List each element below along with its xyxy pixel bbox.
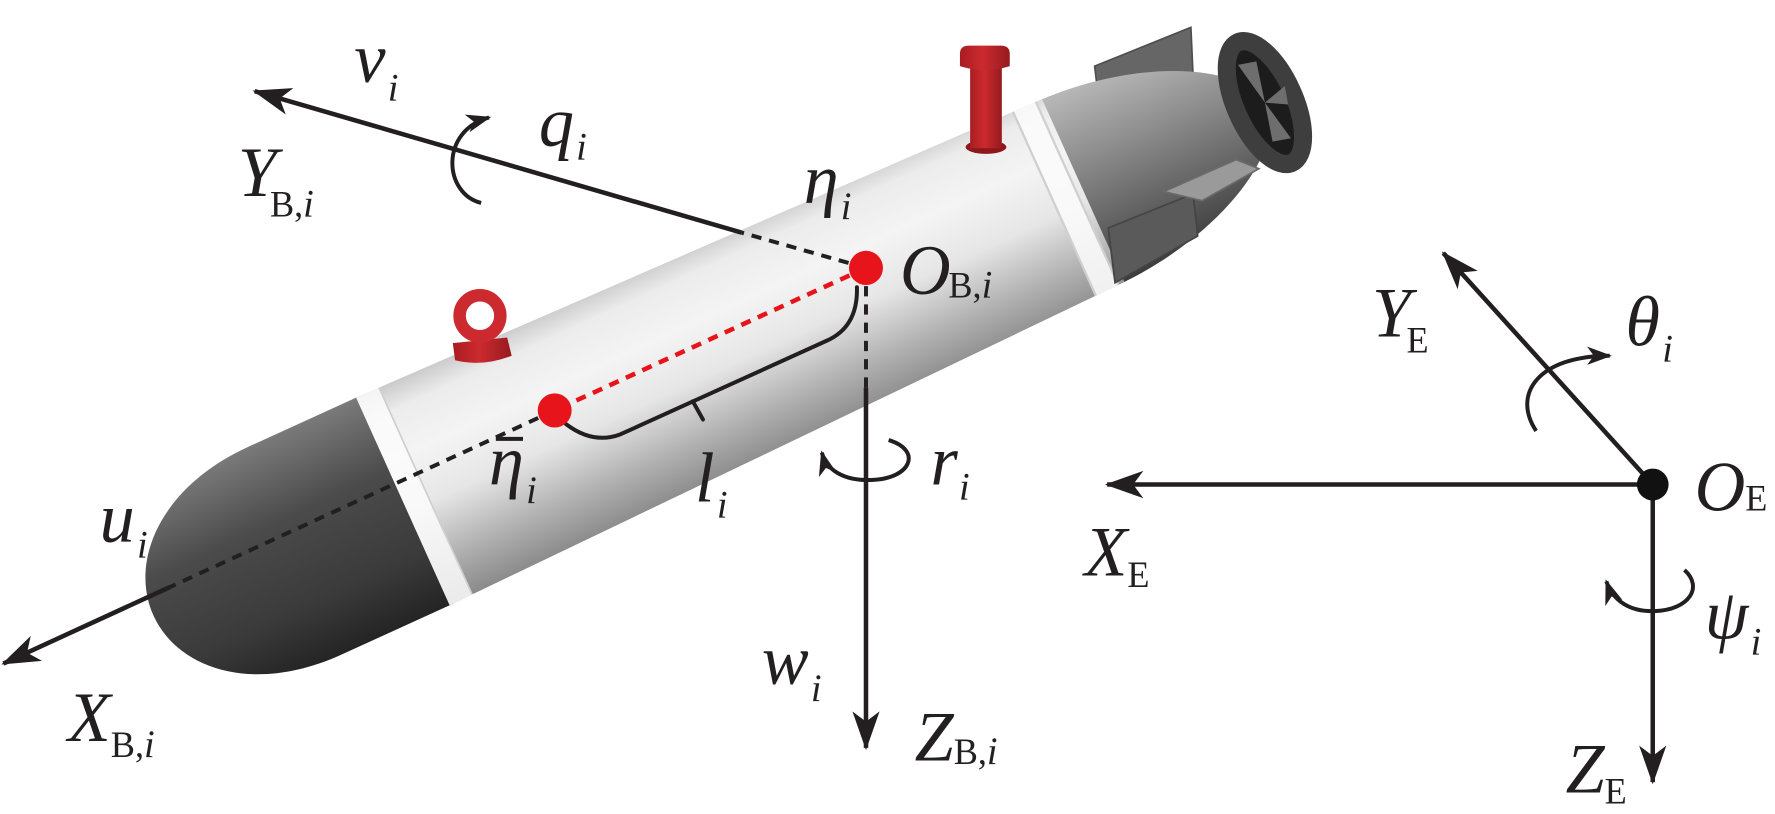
label-x-body: XB,i bbox=[65, 679, 155, 766]
label-z-body: ZB,i bbox=[915, 698, 998, 776]
length-brace bbox=[564, 285, 859, 440]
label-main: w bbox=[762, 622, 809, 700]
label-q-i: qi bbox=[539, 84, 587, 169]
lifting-eye-base bbox=[452, 337, 512, 363]
label-w-i: wi bbox=[762, 622, 822, 710]
label-psi-i: ψi bbox=[1705, 576, 1762, 663]
label-main: ψ bbox=[1705, 576, 1750, 654]
rotation-arrow-r bbox=[818, 438, 911, 482]
label-y-body: YB,i bbox=[238, 134, 314, 226]
label-main: θ bbox=[1626, 283, 1660, 361]
label-sub-roman: E bbox=[1127, 555, 1149, 595]
hull-cylinder bbox=[356, 98, 1127, 606]
label-sub-roman: B, bbox=[270, 184, 303, 224]
label-o-body: OB,i bbox=[900, 232, 992, 310]
label-u-i: ui bbox=[100, 479, 148, 566]
label-main: Y bbox=[238, 134, 284, 212]
label-sub: i bbox=[1662, 328, 1673, 370]
label-sub-roman: E bbox=[1745, 479, 1767, 519]
label-main: Y bbox=[1372, 274, 1418, 352]
earth-origin-dot bbox=[1636, 468, 1669, 501]
body-origin-dot bbox=[849, 250, 883, 286]
label-main: η bbox=[489, 422, 524, 500]
label-theta-i: θi bbox=[1626, 283, 1673, 370]
rotation-arrow-q bbox=[450, 114, 492, 205]
tail-band-edge bbox=[1011, 111, 1097, 297]
label-main: Z bbox=[1566, 730, 1606, 808]
label-sub: i bbox=[982, 264, 993, 306]
label-r-i: ri bbox=[931, 422, 970, 508]
tail-band-edge bbox=[1034, 101, 1120, 286]
label-z-earth: ZE bbox=[1566, 730, 1627, 812]
y-body-axis-dashed bbox=[740, 230, 867, 270]
label-main: η bbox=[804, 141, 839, 219]
label-main: X bbox=[65, 679, 114, 757]
label-sub-roman: B, bbox=[111, 725, 144, 765]
side-fin bbox=[1161, 158, 1261, 202]
nose-band-edge bbox=[378, 387, 473, 595]
label-y-earth: YE bbox=[1372, 274, 1429, 360]
label-sub: i bbox=[811, 668, 822, 710]
rotation-arrow-theta bbox=[1525, 346, 1612, 433]
offset-line bbox=[553, 265, 867, 413]
label-main: X bbox=[1081, 514, 1130, 592]
label-v-i: vi bbox=[354, 20, 398, 109]
label-sub: i bbox=[526, 470, 537, 512]
tail-cone bbox=[1042, 71, 1264, 282]
length-brace-tick bbox=[690, 399, 705, 422]
y-body-axis-arrow bbox=[252, 88, 743, 235]
propeller-blades bbox=[1237, 61, 1291, 142]
label-sub: i bbox=[388, 67, 399, 109]
label-main: O bbox=[1695, 449, 1746, 527]
label-sub: i bbox=[959, 466, 970, 508]
nose-cone bbox=[145, 395, 454, 675]
label-sub: i bbox=[576, 126, 587, 168]
label-sub-roman: E bbox=[1407, 320, 1429, 360]
antenna-cap bbox=[959, 45, 1010, 71]
label-sub: i bbox=[717, 484, 728, 526]
auv-body bbox=[145, 32, 1313, 675]
nose-band bbox=[356, 387, 473, 606]
label-main: l bbox=[695, 439, 715, 517]
label-sub: i bbox=[137, 524, 148, 566]
label-x-earth: XE bbox=[1081, 514, 1149, 596]
label-main: Z bbox=[915, 698, 955, 776]
lower-fin bbox=[1107, 192, 1199, 285]
centroid-dot bbox=[537, 393, 572, 428]
label-sub-roman: E bbox=[1605, 772, 1627, 812]
label-sub-roman: B, bbox=[948, 265, 981, 305]
x-body-axis-arrow bbox=[1, 585, 171, 666]
label-sub: i bbox=[144, 724, 155, 766]
label-main: r bbox=[931, 422, 959, 500]
label-sub: i bbox=[841, 186, 852, 228]
rotation-arrow-psi bbox=[1604, 568, 1695, 614]
label-sub: i bbox=[1751, 621, 1762, 663]
label-l-i: li bbox=[695, 439, 727, 526]
label-main: q bbox=[539, 84, 574, 162]
label-sub: i bbox=[987, 731, 998, 773]
label-sub: i bbox=[303, 183, 314, 225]
label-main: O bbox=[900, 232, 951, 310]
antenna-mast bbox=[970, 63, 1002, 149]
label-o-earth: OE bbox=[1695, 449, 1768, 527]
label-eta-i: ηi bbox=[804, 141, 852, 228]
x-body-axis-dashed bbox=[168, 408, 556, 589]
tail-band bbox=[1012, 101, 1119, 296]
lifting-eye-ring bbox=[453, 289, 507, 343]
label-sub-roman: B, bbox=[954, 732, 987, 772]
label-eta-bar-i: ηi bbox=[489, 422, 537, 511]
label-main: u bbox=[100, 479, 135, 557]
label-main: v bbox=[354, 20, 386, 98]
